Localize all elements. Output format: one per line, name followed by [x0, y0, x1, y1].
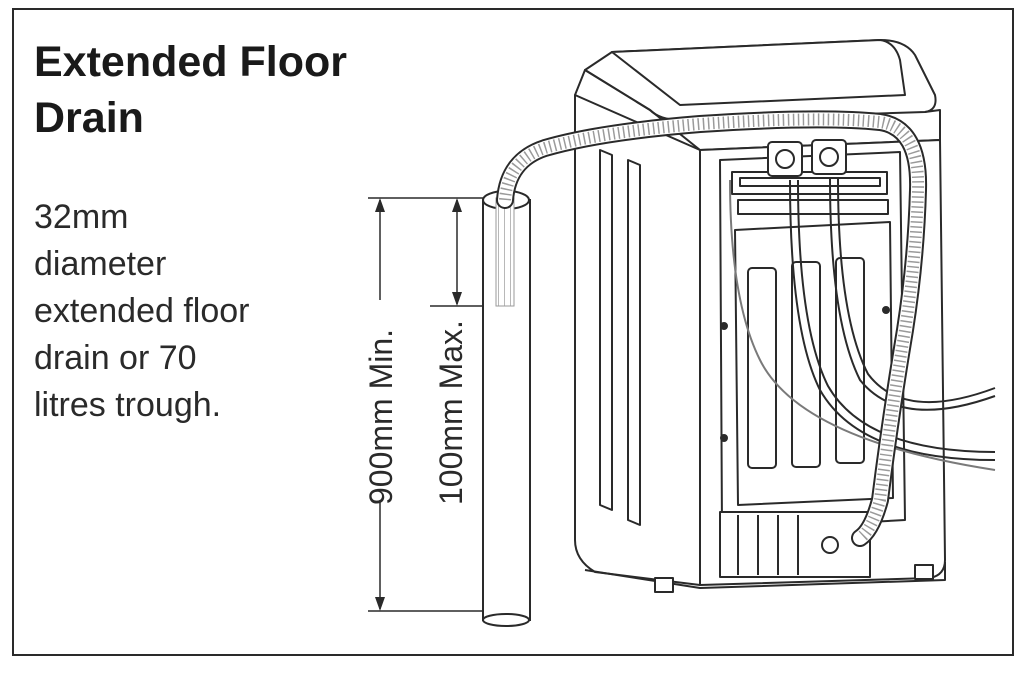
- diagram-frame: [12, 8, 1014, 656]
- title-line-2: Drain: [34, 94, 144, 142]
- water-inlet-valves: [767, 139, 847, 177]
- dimension-100mm-max: [430, 198, 490, 307]
- floor-drain-standpipe: [482, 190, 531, 627]
- max-insertion-label: 100mm Max.: [433, 320, 469, 505]
- dimension-900mm-min: [368, 197, 490, 612]
- description-line: litres trough.: [34, 386, 222, 424]
- inlet-hoses: [729, 177, 996, 471]
- description-line: extended floor: [34, 292, 250, 330]
- drain-hose: [496, 110, 928, 547]
- min-height-label: 900mm Min.: [363, 329, 399, 505]
- description-line: diameter: [34, 245, 167, 283]
- description-line: 32mm: [34, 198, 129, 236]
- diagram-title: Extended Floor Drain: [34, 34, 414, 146]
- drain-description: 32mm diameter extended floor drain or 70…: [34, 194, 334, 429]
- description-line: drain or 70: [34, 339, 197, 377]
- title-line-1: Extended Floor: [34, 38, 347, 86]
